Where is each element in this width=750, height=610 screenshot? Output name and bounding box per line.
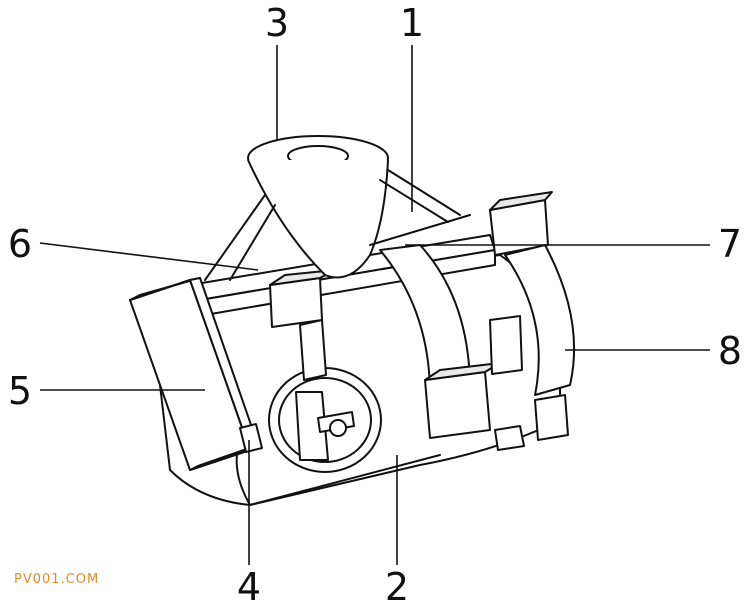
leader-lines xyxy=(39,45,710,565)
part-labels: 3 1 6 7 5 8 4 2 xyxy=(8,1,742,609)
funnel xyxy=(247,135,389,279)
round-window xyxy=(268,367,382,473)
right-end-bracket xyxy=(489,191,576,451)
label-7: 7 xyxy=(718,222,742,266)
leader-6 xyxy=(39,242,259,271)
label-5: 5 xyxy=(8,369,32,413)
label-1: 1 xyxy=(400,1,424,45)
label-4: 4 xyxy=(237,565,261,609)
label-2: 2 xyxy=(385,565,409,609)
bottom-left-tab xyxy=(239,423,263,453)
label-8: 8 xyxy=(718,329,742,373)
label-6: 6 xyxy=(8,222,32,266)
front-bracket xyxy=(269,269,336,381)
left-end-plate xyxy=(129,277,259,471)
watermark-text: PV001.COM xyxy=(14,572,100,587)
label-3: 3 xyxy=(265,1,289,45)
